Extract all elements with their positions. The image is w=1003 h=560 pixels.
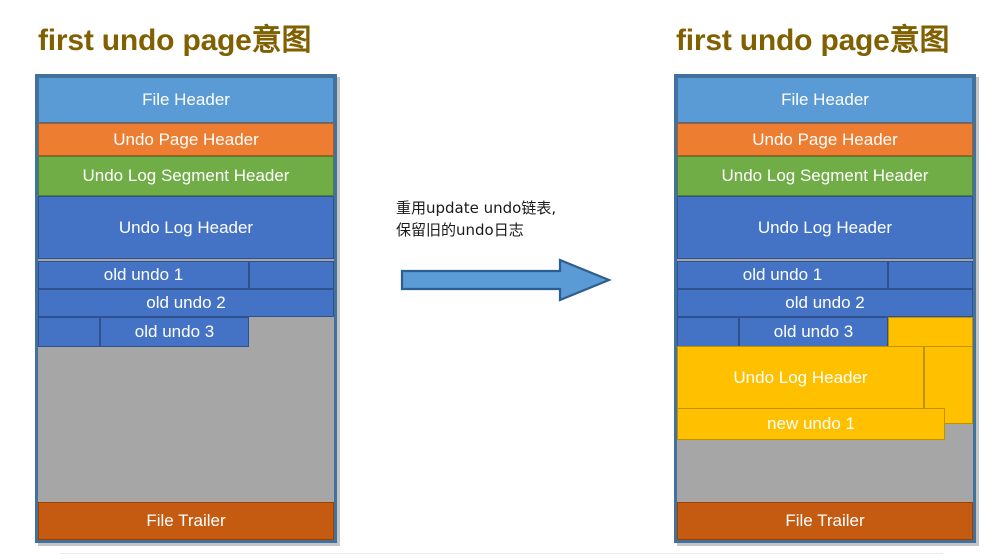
block-new-undo-fill-top — [888, 317, 973, 347]
right-arrow-icon — [400, 258, 612, 302]
block-new-undo-log-header — [677, 346, 924, 409]
page-title-left: first undo page意图 — [38, 24, 312, 57]
block-undo-log-segment-header: Undo Log Segment Header — [677, 156, 973, 196]
block-old-undo-3: old undo 3 — [739, 317, 888, 347]
transition-note-line-2: 保留旧的undo日志 — [396, 220, 524, 239]
block-old-undo-1: old undo 1 — [38, 261, 249, 289]
block-old-undo-1-filler — [888, 261, 973, 289]
block-old-undo-1-filler — [249, 261, 334, 289]
block-undo-page-header: Undo Page Header — [38, 123, 334, 156]
undo-page-after: File Header Undo Page Header Undo Log Se… — [674, 74, 976, 543]
page-title-right: first undo page意图 — [676, 24, 950, 57]
block-file-trailer: File Trailer — [677, 502, 973, 540]
block-undo-log-header: Undo Log Header — [677, 196, 973, 259]
block-old-undo-3-filler — [677, 317, 739, 347]
block-old-undo-1: old undo 1 — [677, 261, 888, 289]
transition-note: 重用update undo链表, 保留旧的undo日志 — [396, 198, 626, 242]
block-file-trailer: File Trailer — [38, 502, 334, 540]
undo-page-before: File Header Undo Page Header Undo Log Se… — [35, 74, 337, 543]
block-undo-log-header: Undo Log Header — [38, 196, 334, 259]
block-file-header: File Header — [38, 77, 334, 123]
block-undo-page-header: Undo Page Header — [677, 123, 973, 156]
block-undo-log-segment-header: Undo Log Segment Header — [38, 156, 334, 196]
block-old-undo-2: old undo 2 — [38, 289, 334, 317]
block-old-undo-3-filler — [38, 317, 100, 347]
block-old-undo-2: old undo 2 — [677, 289, 973, 317]
block-new-undo-1 — [677, 408, 945, 440]
block-file-header: File Header — [677, 77, 973, 123]
block-old-undo-3: old undo 3 — [100, 317, 249, 347]
transition-note-line-1: 重用update undo链表, — [396, 199, 557, 217]
footer-divider — [60, 553, 943, 554]
